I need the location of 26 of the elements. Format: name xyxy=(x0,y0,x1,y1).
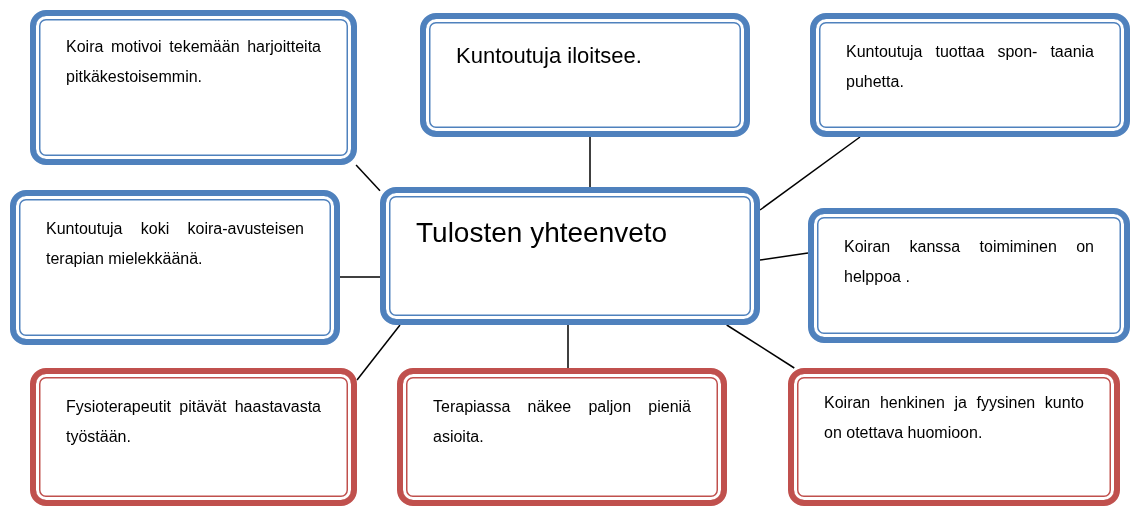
connector-line xyxy=(589,136,591,188)
body-text: Fysioterapeutit pitävät haastavasta työstään. xyxy=(66,397,321,447)
connector-line xyxy=(759,136,861,211)
text-box xyxy=(30,10,357,165)
body-text: Koiran kanssa toimiminen on helppoa . xyxy=(844,237,1094,287)
body-text: Kuntoutuja iloitsee. xyxy=(456,42,643,70)
text-box xyxy=(810,13,1130,137)
text-box xyxy=(397,368,727,506)
connector-line xyxy=(339,276,381,278)
connector-line xyxy=(356,324,401,381)
connector-line xyxy=(567,324,569,369)
text-box xyxy=(30,368,357,506)
text-box xyxy=(10,190,340,345)
body-text: Kuntoutuja koki koira-avusteisen terapian mielekkäänä. xyxy=(46,219,304,269)
text-box xyxy=(380,187,760,325)
body-text: Koira motivoi tekemään harjoitteita pitkäkestoisemmin. xyxy=(66,37,321,87)
text-box xyxy=(420,13,750,137)
body-text: Koiran henkinen ja fyysinen kunto on otettava huomioon. xyxy=(824,393,1084,443)
text-box xyxy=(808,208,1130,343)
title-text: Tulosten yhteenveto xyxy=(416,216,669,250)
connector-line xyxy=(355,164,381,192)
body-text: Terapiassa näkee paljon pieniä asioita. xyxy=(433,397,691,447)
connector-line xyxy=(725,324,796,369)
text-box xyxy=(788,368,1120,506)
connector-line xyxy=(759,252,809,261)
body-text: Kuntoutuja tuottaa spon- taania puhetta. xyxy=(846,42,1094,92)
